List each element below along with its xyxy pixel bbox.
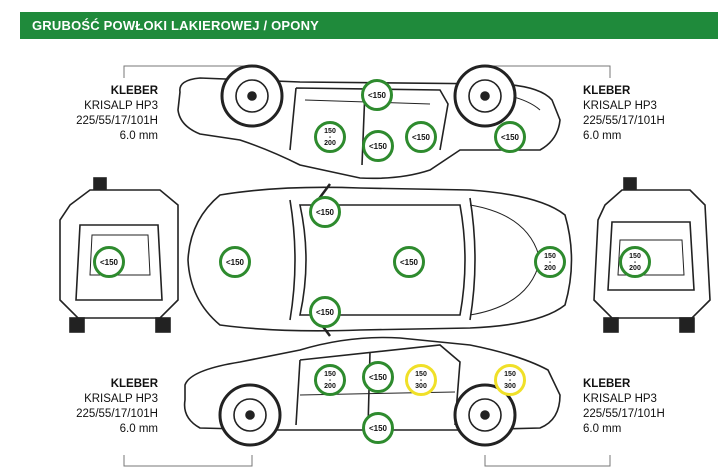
- measurement-left-rear-door: <150: [405, 121, 437, 153]
- tire-depth: 6.0 mm: [583, 423, 622, 435]
- measurement-circle: [309, 296, 341, 328]
- measurement-label: <150: [369, 142, 388, 151]
- measurement-right-rear-door: 150-300: [405, 364, 437, 396]
- measurement-circle: [314, 121, 346, 153]
- measurement-top-roof: <150: [393, 246, 425, 278]
- measurement-markers: <150 150-200 <150 <150 <150 <150 <150 <150 <150 <…: [93, 79, 651, 444]
- measurement-top-right-pillar: <150: [309, 296, 341, 328]
- tire-info-rear-left: KLEBER KRISALP HP3 225/55/17/101H 6.0 mm: [583, 84, 665, 144]
- measurement-label: <150: [316, 308, 335, 317]
- measurement-circle: [494, 364, 526, 396]
- measurement-right-front-fender: 150-200: [314, 364, 346, 396]
- measurement-label: 150-200: [629, 253, 641, 272]
- measurement-circle: [219, 246, 251, 278]
- car-rear-view: [593, 177, 711, 333]
- measurement-label: 150-300: [415, 371, 427, 390]
- tire-size: 225/55/17/101H: [583, 115, 665, 127]
- tire-brand: KLEBER: [110, 85, 158, 97]
- measurement-left-pillar: <150: [362, 130, 394, 162]
- measurement-top-trunk: 150-200: [534, 246, 566, 278]
- measurement-circle: [362, 412, 394, 444]
- measurement-label: 150-200: [324, 128, 336, 147]
- measurement-circle: [362, 361, 394, 393]
- section-header: GRUBOŚĆ POWŁOKI LAKIEROWEJ / OPONY: [20, 12, 718, 39]
- measurement-circle: [494, 121, 526, 153]
- measurement-label: 150-200: [544, 253, 556, 272]
- measurement-circle: [309, 196, 341, 228]
- tire-model: KRISALP HP3: [84, 100, 158, 112]
- measurement-circle: [93, 246, 125, 278]
- measurement-left-roof: <150: [361, 79, 393, 111]
- measurement-circle: [361, 79, 393, 111]
- tire-model: KRISALP HP3: [84, 393, 158, 405]
- measurement-circle: [362, 130, 394, 162]
- measurement-label: <150: [369, 373, 388, 382]
- measurement-label: <150: [100, 258, 119, 267]
- measurement-label: <150: [368, 91, 387, 100]
- leader-line: [123, 455, 253, 467]
- measurement-right-rear-fender: 150-300: [494, 364, 526, 396]
- measurement-label: 150-200: [324, 371, 336, 390]
- leader-line: [484, 455, 611, 467]
- measurement-label: <150: [501, 133, 520, 142]
- measurement-circle: [534, 246, 566, 278]
- tire-size: 225/55/17/101H: [76, 115, 158, 127]
- tire-depth: 6.0 mm: [119, 423, 158, 435]
- tire-info-rear-right: KLEBER KRISALP HP3 225/55/17/101H 6.0 mm: [583, 377, 665, 437]
- tire-model: KRISALP HP3: [583, 393, 657, 405]
- measurement-circle: [393, 246, 425, 278]
- tire-brand: KLEBER: [110, 378, 158, 390]
- measurement-front-view: <150: [93, 246, 125, 278]
- measurement-label: <150: [400, 258, 419, 267]
- measurement-label: <150: [316, 208, 335, 217]
- measurement-top-hood: <150: [219, 246, 251, 278]
- measurement-label: <150: [369, 424, 388, 433]
- measurement-circle: [405, 121, 437, 153]
- measurement-left-front-door: 150-200: [314, 121, 346, 153]
- car-top-view: [187, 183, 573, 337]
- measurement-circle: [619, 246, 651, 278]
- tire-info-front-left: KLEBER KRISALP HP3 225/55/17/101H 6.0 mm: [76, 84, 158, 144]
- tire-depth: 6.0 mm: [119, 130, 158, 142]
- measurement-right-sill: <150: [362, 412, 394, 444]
- measurement-top-left-pillar: <150: [309, 196, 341, 228]
- measurement-label: 150-300: [504, 371, 516, 390]
- measurement-left-rear-fender: <150: [494, 121, 526, 153]
- measurement-label: <150: [412, 133, 431, 142]
- measurement-circle: [405, 364, 437, 396]
- tire-brand: KLEBER: [583, 85, 631, 97]
- measurement-circle: [314, 364, 346, 396]
- tire-info-front-right: KLEBER KRISALP HP3 225/55/17/101H 6.0 mm: [76, 377, 158, 437]
- tire-size: 225/55/17/101H: [583, 408, 665, 420]
- tire-size: 225/55/17/101H: [76, 408, 158, 420]
- measurement-label: <150: [226, 258, 245, 267]
- measurement-right-front-door: <150: [362, 361, 394, 393]
- tire-depth: 6.0 mm: [583, 130, 622, 142]
- tire-model: KRISALP HP3: [583, 100, 657, 112]
- measurement-rear-view: 150-200: [619, 246, 651, 278]
- tire-brand: KLEBER: [583, 378, 631, 390]
